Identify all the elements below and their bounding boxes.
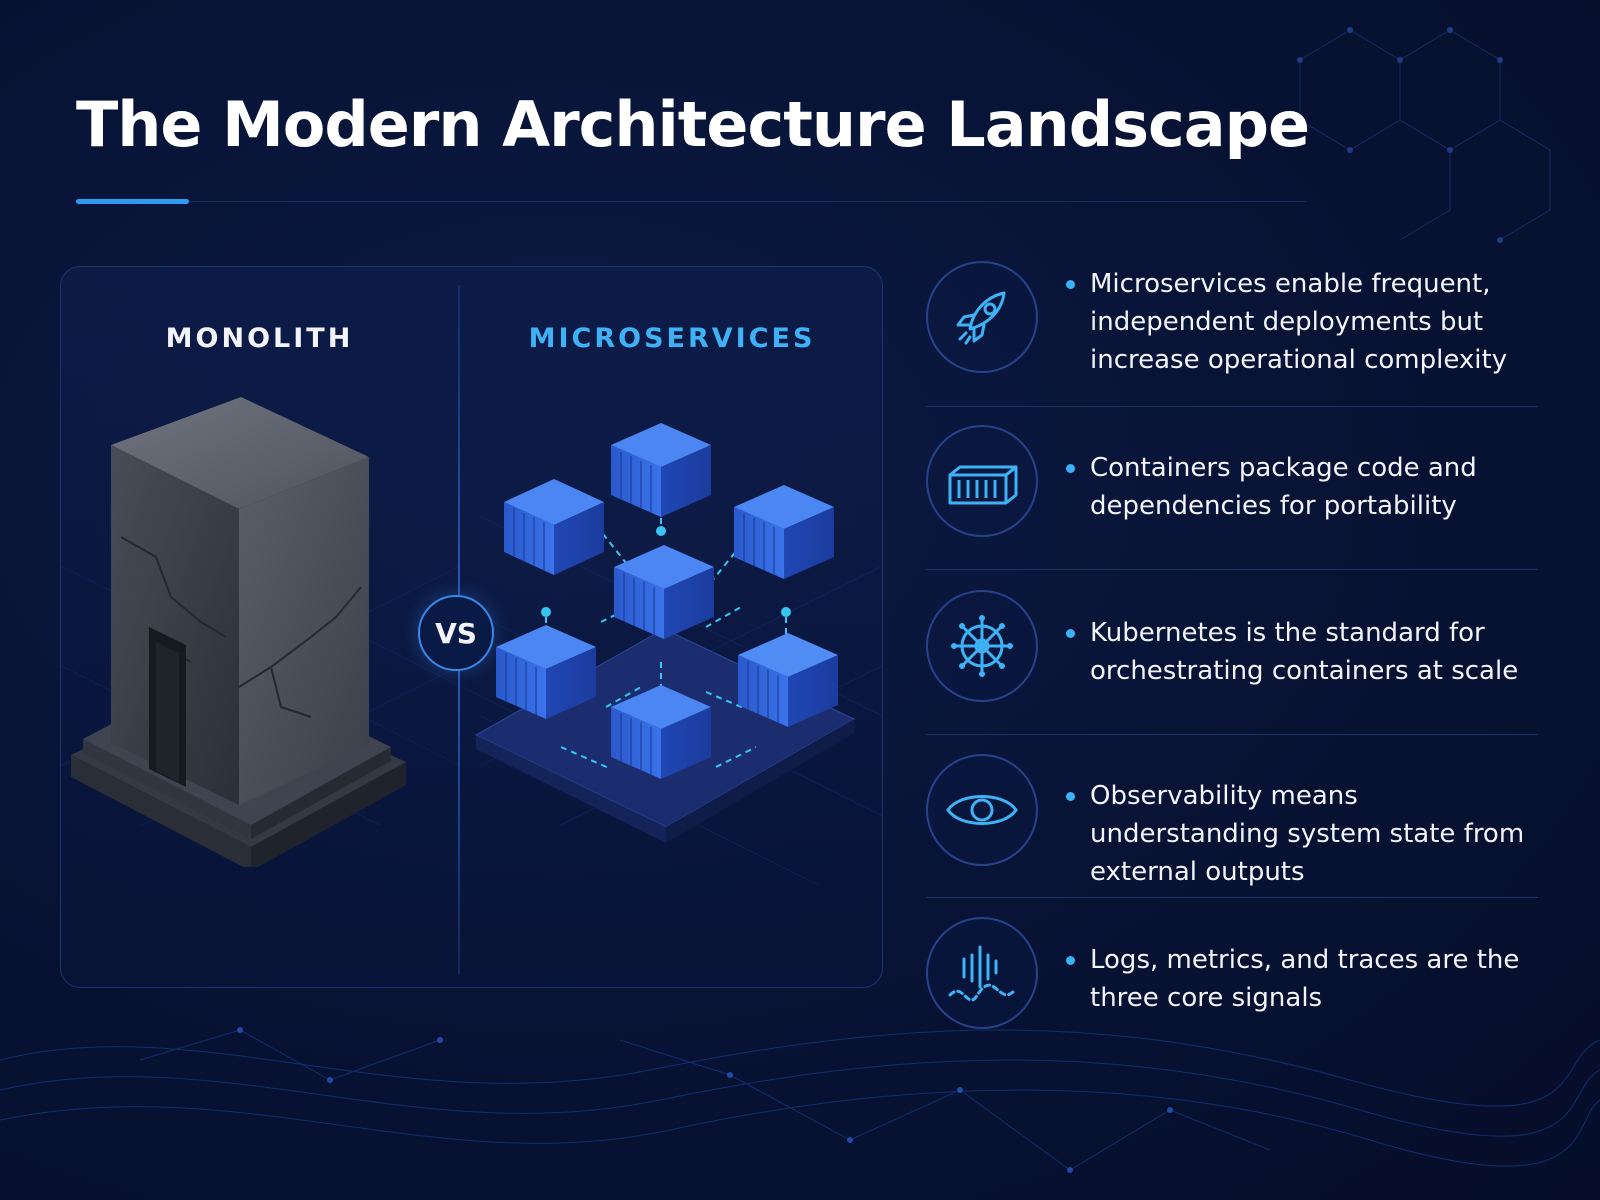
point-item: Logs, metrics, and traces are the three … [926, 917, 1538, 1037]
item-separator [926, 569, 1538, 570]
point-text: Logs, metrics, and traces are the three … [1090, 945, 1520, 1013]
bullet-dot [1066, 629, 1075, 638]
bullet-dot [1066, 464, 1075, 473]
container-top [611, 423, 711, 517]
helm-wheel-icon-circle [926, 590, 1038, 702]
bullet-dot [1066, 792, 1075, 801]
point-item: Kubernetes is the standard for orchestra… [926, 590, 1538, 710]
eye-icon-circle [926, 754, 1038, 866]
comparison-panel: MONOLITH MICROSERVICES VS [60, 266, 883, 988]
title-underline [76, 201, 1306, 202]
item-separator [926, 897, 1538, 898]
monolith-label: MONOLITH [165, 323, 354, 354]
page-title: The Modern Architecture Landscape [76, 88, 1310, 161]
signals-icon [948, 945, 1016, 1002]
signals-icon-circle [926, 917, 1038, 1029]
point-item: Microservices enable frequent, independe… [926, 261, 1538, 381]
point-item: Containers package code and dependencies… [926, 425, 1538, 545]
eye-icon [946, 795, 1018, 825]
bullet-dot [1066, 956, 1075, 965]
container-icon [948, 465, 1018, 505]
rocket-icon-circle [926, 261, 1038, 373]
point-text: Containers package code and dependencies… [1090, 453, 1477, 521]
microservices-label: MICROSERVICES [528, 323, 816, 354]
microservices-illustration [474, 423, 856, 843]
title-accent-bar [76, 199, 189, 204]
helm-wheel-icon [951, 615, 1013, 677]
point-text: Observability means understanding system… [1090, 781, 1525, 887]
item-separator [926, 406, 1538, 407]
point-text: Kubernetes is the standard for orchestra… [1090, 618, 1519, 686]
point-text: Microservices enable frequent, independe… [1090, 269, 1508, 375]
monolith-illustration [71, 397, 406, 867]
bullet-dot [1066, 280, 1075, 289]
vs-badge: VS [418, 595, 494, 671]
container-icon-circle [926, 425, 1038, 537]
point-item: Observability means understanding system… [926, 754, 1538, 887]
rocket-icon [956, 291, 1006, 345]
item-separator [926, 734, 1538, 735]
